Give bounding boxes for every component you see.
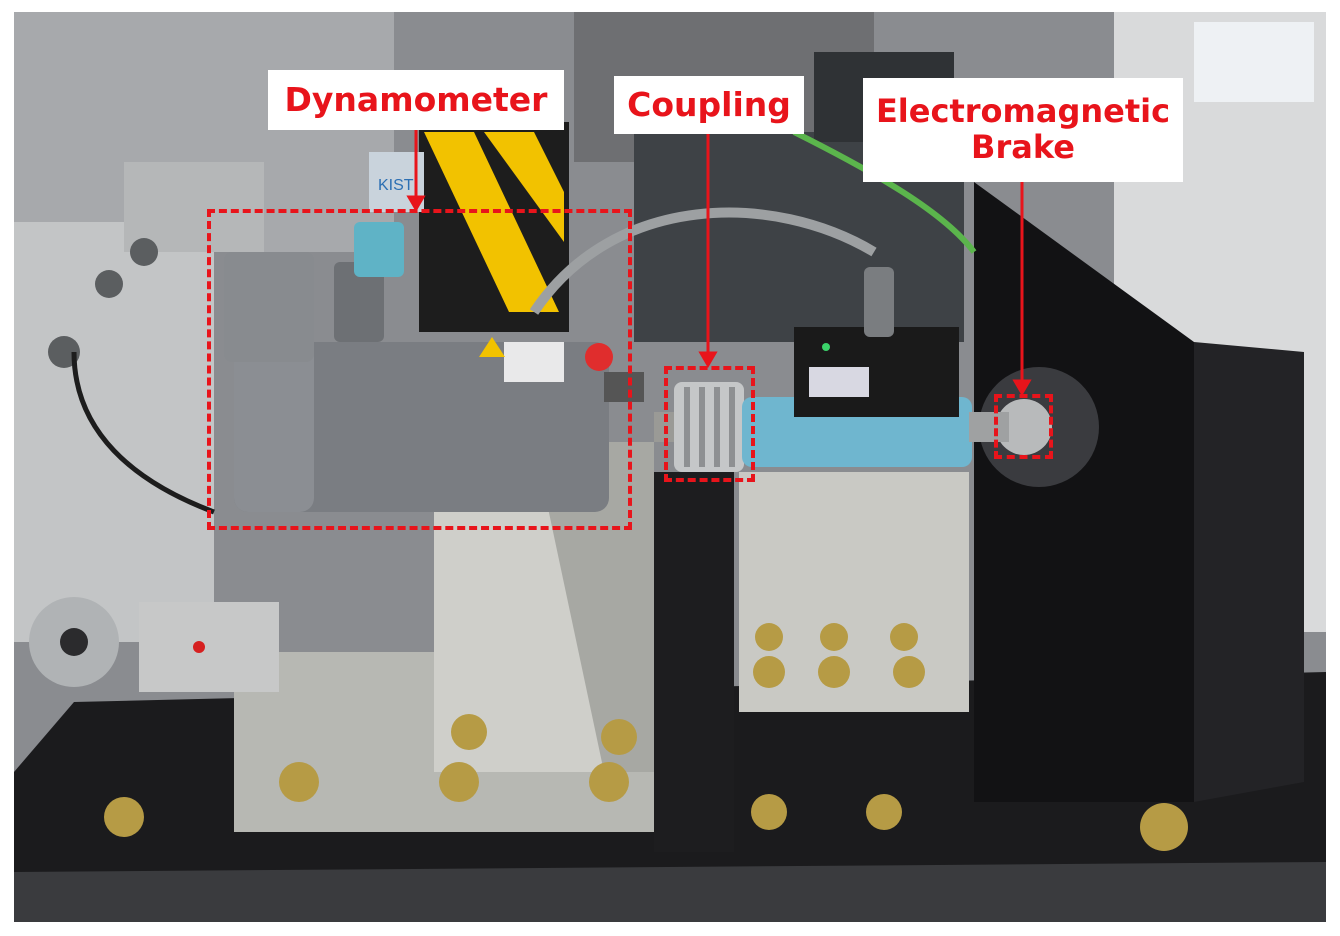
encoder-red-light xyxy=(193,641,205,653)
motor-red-dot xyxy=(585,343,613,371)
kist-text: KIST xyxy=(378,177,414,194)
motor-nameplate xyxy=(504,342,564,382)
green-cable xyxy=(792,129,977,254)
sensor-led xyxy=(822,343,830,351)
brake-shaft xyxy=(969,412,1009,442)
coupling-highlight-box xyxy=(664,366,755,482)
brake-shaft-flange xyxy=(996,399,1052,455)
motor-connector-box xyxy=(224,252,314,362)
motor-warning-sticker xyxy=(479,337,505,357)
brake-highlight-box xyxy=(994,394,1053,459)
dynamometer-label: Dynamometer xyxy=(268,70,564,130)
dynamometer-highlight-box xyxy=(207,209,632,530)
dynamometer-motor xyxy=(224,222,613,512)
center-black-rail xyxy=(654,472,734,852)
sensor-label xyxy=(809,367,869,397)
wall-poster xyxy=(1194,22,1314,102)
coupling-ridges xyxy=(684,387,735,467)
table-surface xyxy=(14,862,1326,922)
mounting-bolts xyxy=(104,623,1188,851)
sensor-cable xyxy=(529,207,877,315)
annotation-arrows xyxy=(406,128,1032,396)
left-upper-block xyxy=(124,162,264,252)
encoder-block xyxy=(139,602,279,692)
motor-encoder-plug xyxy=(334,262,384,342)
electromagnetic-brake-label: Electromagnetic Brake xyxy=(863,78,1183,182)
encoder-connector xyxy=(354,222,404,277)
brake-mount-plate xyxy=(974,182,1194,802)
coupling-label: Coupling xyxy=(614,76,804,134)
cable-gland xyxy=(130,238,158,266)
sensor-connector xyxy=(864,267,894,337)
black-cable xyxy=(71,351,215,515)
shaft-coupling xyxy=(674,382,744,472)
cable-gland xyxy=(95,270,123,298)
photo-frame: KIST xyxy=(14,12,1326,922)
